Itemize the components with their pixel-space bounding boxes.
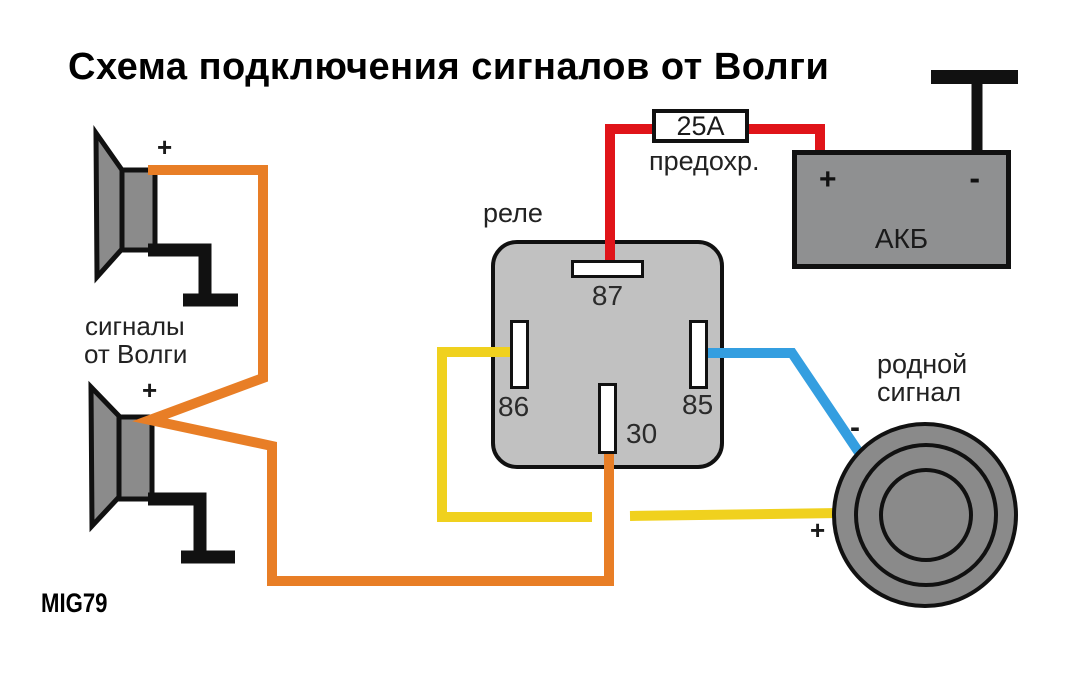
pin-86-label: 86 [498,391,530,422]
battery-label: АКБ [874,223,929,254]
native-horn-caption-line1: родной [877,349,968,379]
page-title: Схема подключения сигналов от Волги [68,46,830,88]
wire-yellow-pin86-segment [437,347,592,522]
native-horn-outer-ring-icon [832,422,1018,608]
relay-pin-85 [689,320,708,389]
volga-horn-2-body-icon [116,414,155,502]
watermark: MIG79 [41,588,108,618]
battery-minus-terminal: - [969,160,980,196]
relay-pin-86 [510,320,529,389]
volga-horn-1-cone-icon [93,125,125,284]
native-horn-minus-mark: - [850,411,860,444]
relay-pin-30 [598,383,617,454]
wire-blue-pin85-to-native-horn [700,348,867,460]
pin-87-label: 87 [591,280,624,311]
wire-orange-horns-to-pin30 [132,165,614,586]
horn-1-plus-mark: + [157,132,173,162]
native-horn-plus-mark: + [810,515,826,545]
volga-horn-2-cone-icon [88,380,122,533]
volga-horns-caption-line2: от Волги [84,339,188,369]
wire-red-pin87-to-fuse [605,124,660,268]
pin-85-label: 85 [682,389,714,420]
volga-horns-caption-line1: сигналы [85,311,185,341]
wire-red-fuse-to-battery [746,124,825,160]
fuse-box: 25А [652,109,749,143]
native-horn-caption-line2: сигнал [877,377,962,407]
battery-plus-terminal: + [819,163,837,196]
fuse-rating: 25А [676,110,725,141]
native-horn-inner-ring-icon [879,468,973,562]
volga-horn-1-body-icon [119,167,158,253]
wire-yellow-to-native-horn [629,508,841,521]
relay-label: реле [483,198,543,228]
battery: + - АКБ [792,150,1011,269]
horn-2-plus-mark: + [142,375,158,405]
fuse-caption: предохр. [649,146,760,176]
relay-pin-87 [571,260,644,278]
pin-30-label: 30 [626,418,658,449]
native-horn-middle-ring-icon [854,443,998,587]
horn-1-ground-wire [148,243,212,296]
horn-2-ground-wire [148,492,207,551]
